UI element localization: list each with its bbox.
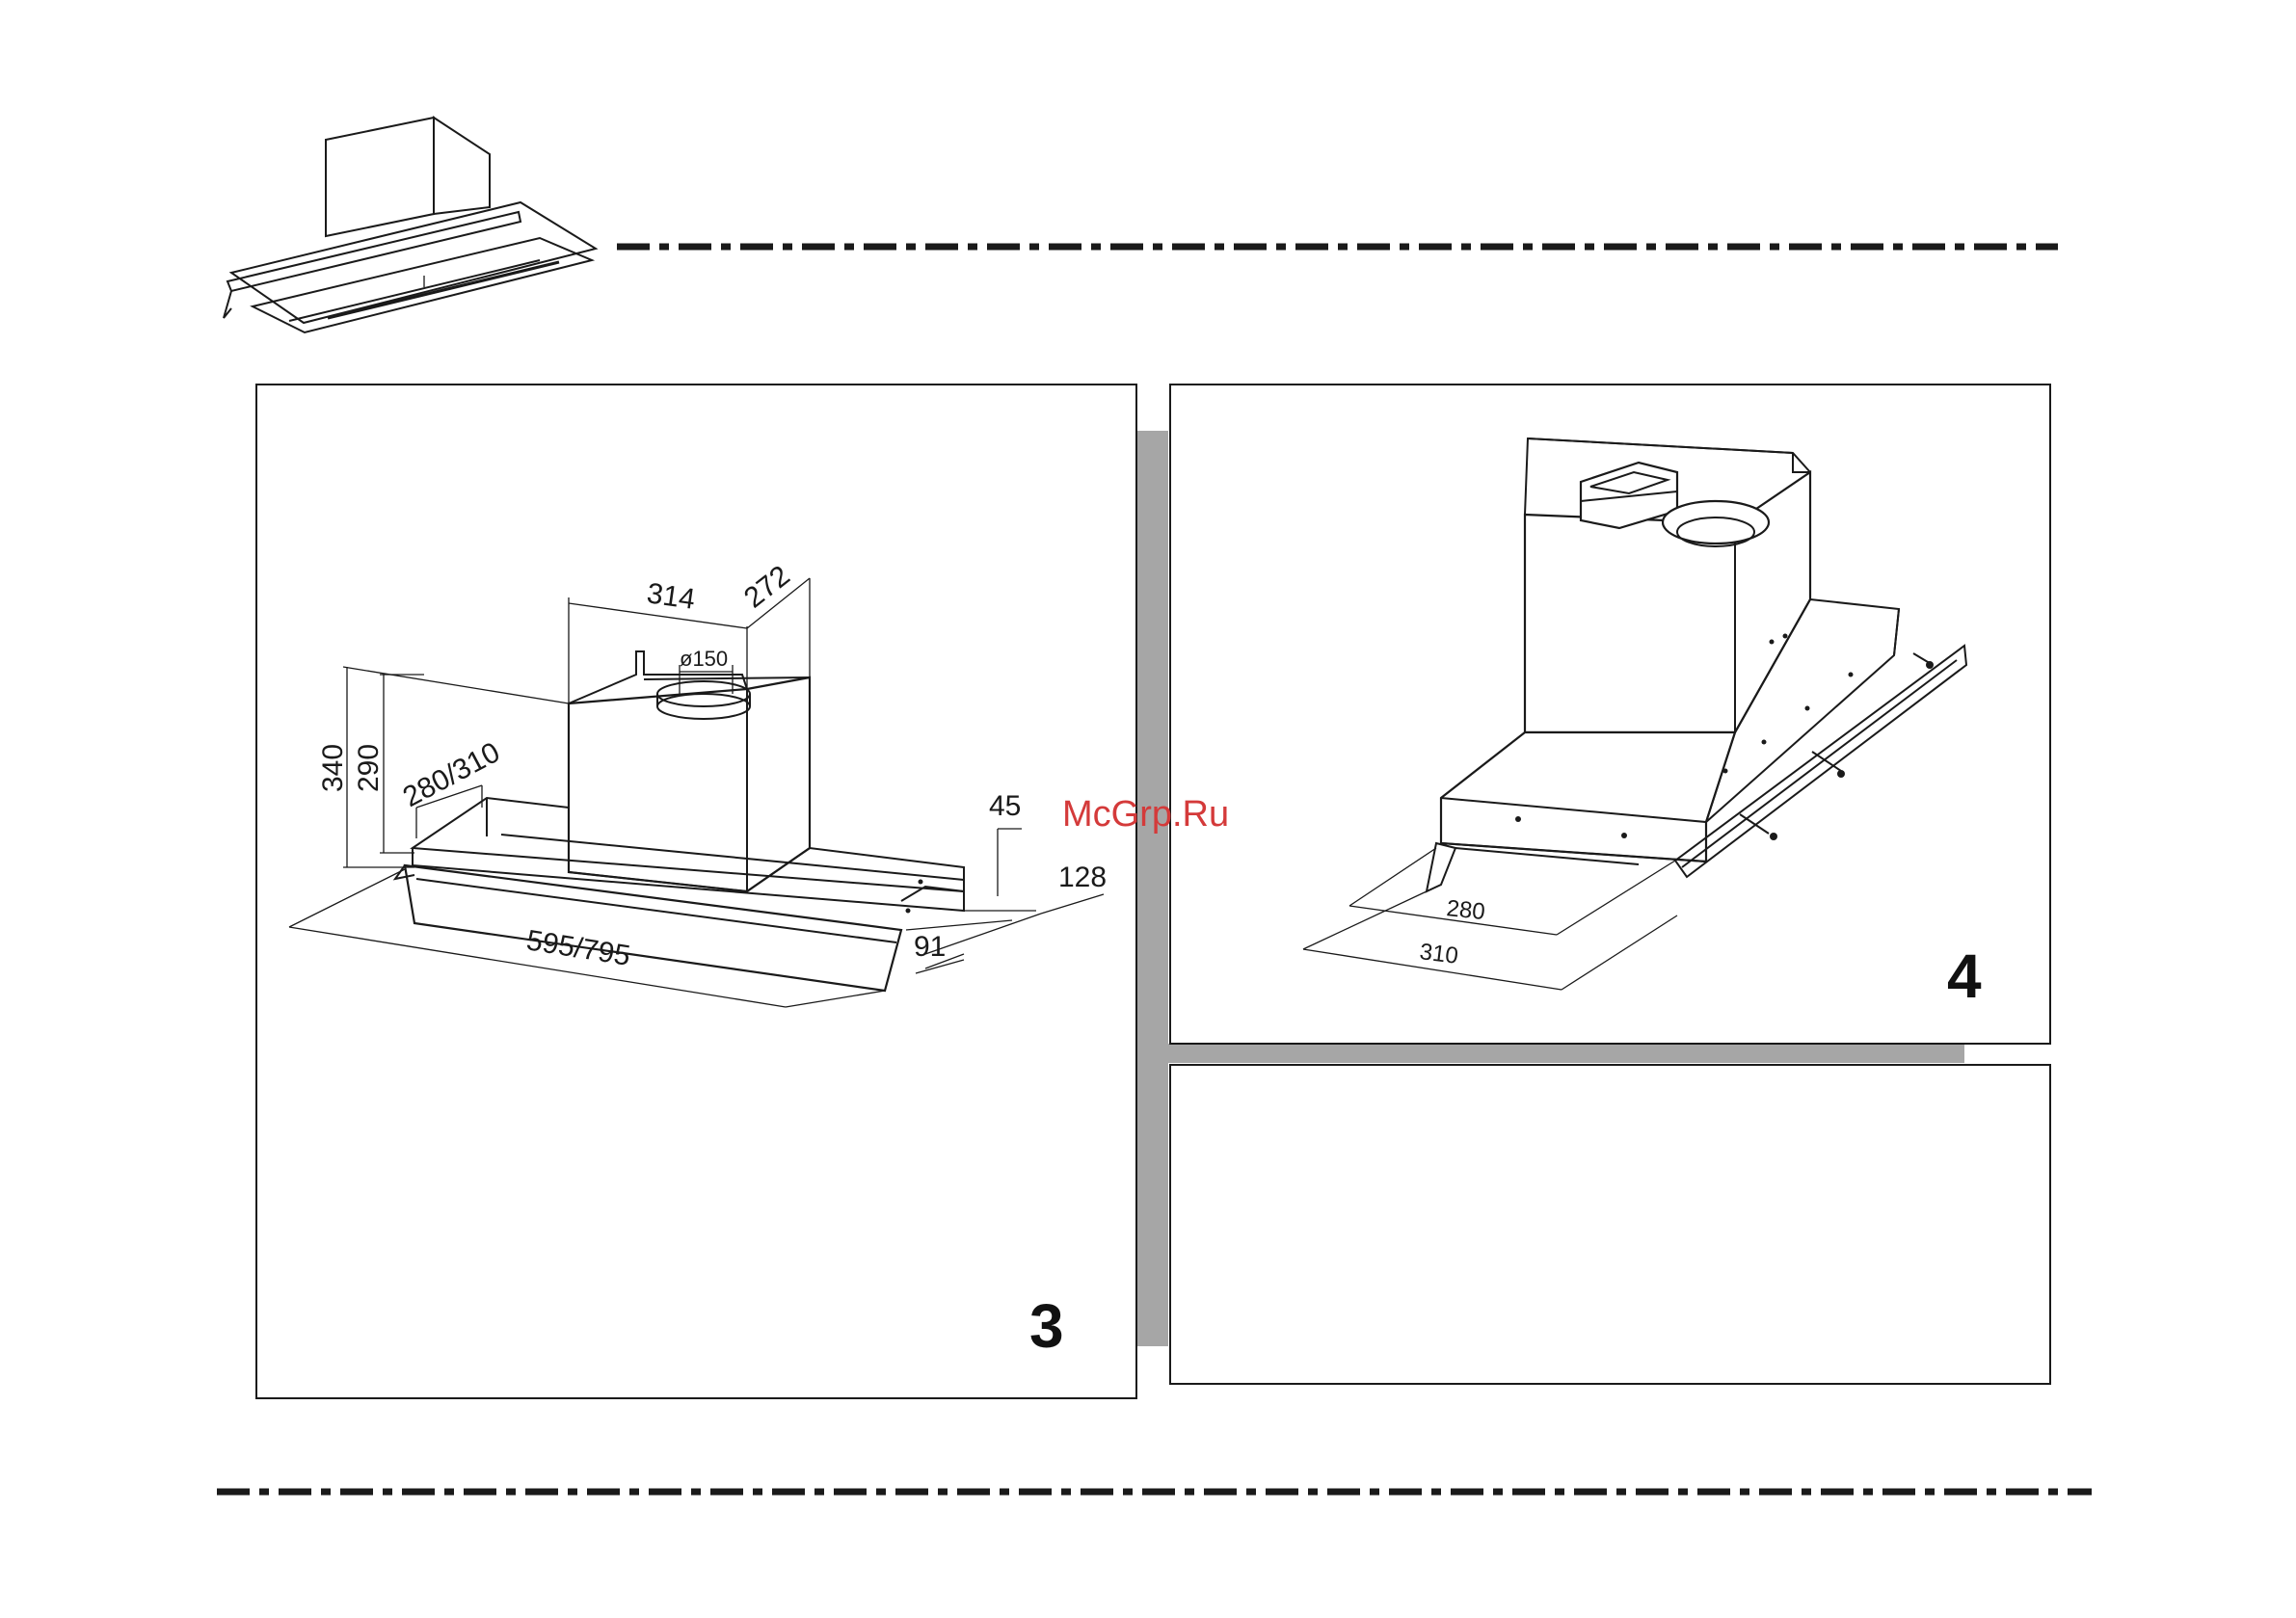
figure-3-number: 3 (1029, 1291, 1064, 1361)
dim-duct-diameter: ø150 (680, 647, 728, 671)
dim-310: 310 (1418, 939, 1459, 969)
dim-128: 128 (1058, 862, 1107, 893)
figure-4-number: 4 (1947, 942, 1982, 1011)
dim-45: 45 (989, 790, 1021, 822)
dim-290: 290 (353, 744, 385, 792)
dim-91: 91 (914, 931, 946, 963)
vertical-divider-bar (1137, 431, 1168, 1346)
dim-340: 340 (317, 744, 349, 792)
blank-panel (1170, 1065, 2050, 1384)
dim-280: 280 (1445, 895, 1486, 925)
hood-thumbnail-illustration (224, 118, 596, 332)
watermark-text: McGrp.Ru (1062, 794, 1229, 835)
horizontal-divider-bar (1168, 1044, 1964, 1063)
dim-314: 314 (645, 577, 697, 616)
figure-3-panel (256, 385, 1136, 1398)
